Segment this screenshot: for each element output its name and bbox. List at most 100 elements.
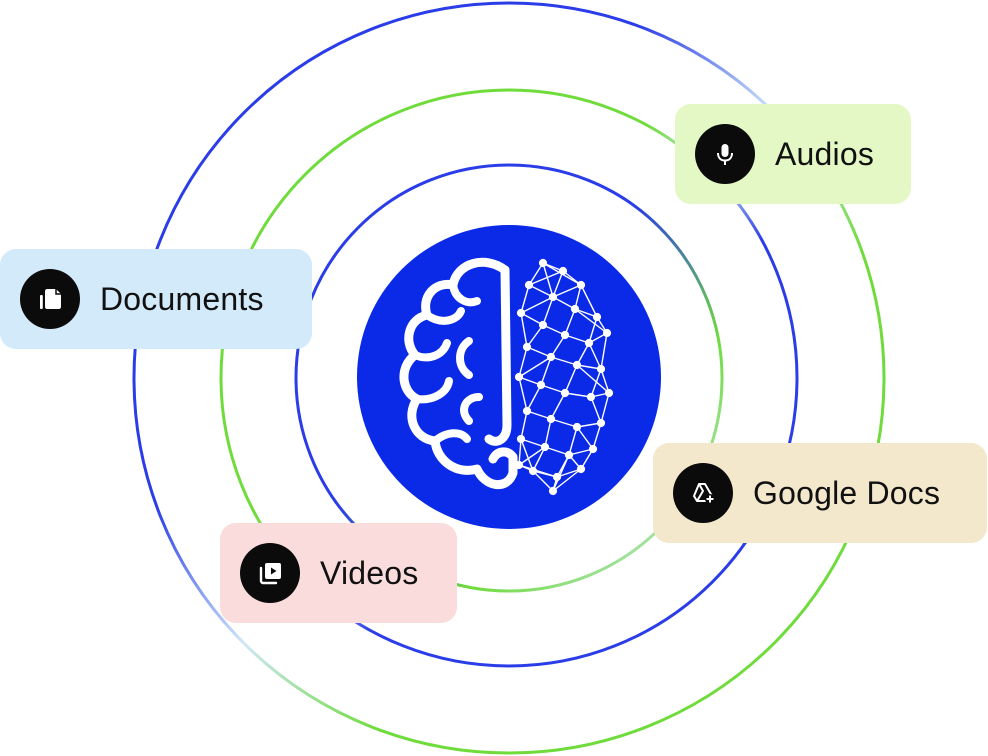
network-link — [550, 392, 566, 420]
network-link — [526, 346, 552, 358]
audios-chip[interactable]: Audios — [675, 104, 911, 204]
network-node — [584, 338, 594, 348]
network-link — [520, 438, 546, 448]
network-link — [552, 270, 564, 298]
network-link — [520, 296, 554, 314]
network-node — [588, 444, 598, 454]
network-node — [516, 308, 526, 318]
network-node — [564, 450, 574, 460]
network-link — [518, 376, 528, 412]
network-node — [558, 266, 568, 276]
network-node — [560, 330, 570, 340]
brain-network-icon — [399, 257, 614, 496]
network-node — [596, 364, 606, 374]
network-link — [552, 296, 576, 310]
network-node — [604, 388, 614, 398]
network-link — [540, 384, 566, 394]
network-link — [580, 284, 598, 318]
network-link — [588, 316, 598, 344]
network-link — [518, 356, 552, 378]
network-link — [574, 284, 582, 310]
network-link — [540, 356, 552, 386]
videos-chip[interactable]: Videos — [220, 523, 457, 623]
network-link — [544, 418, 552, 448]
network-node — [592, 312, 602, 322]
network-link — [574, 308, 608, 334]
network-node — [552, 472, 562, 482]
google-docs-label: Google Docs — [753, 474, 941, 511]
network-node — [540, 442, 550, 452]
audios-label: Audios — [775, 135, 875, 172]
network-link — [564, 308, 576, 336]
network-link — [556, 468, 582, 478]
network-node — [514, 460, 524, 470]
outer-ring — [132, 1, 886, 755]
network-link — [518, 446, 546, 466]
network-link — [568, 448, 594, 456]
network-node — [586, 392, 596, 402]
network-link — [528, 262, 544, 286]
network-link — [528, 270, 564, 286]
video-library-icon — [240, 543, 300, 603]
network-node — [602, 328, 612, 338]
network-link — [542, 262, 554, 298]
network-link — [592, 422, 602, 450]
network-node — [546, 352, 556, 362]
network-link — [518, 438, 522, 466]
network-node — [560, 388, 570, 398]
network-link — [564, 334, 590, 344]
network-link — [532, 446, 546, 472]
network-link — [550, 418, 578, 428]
network-link — [520, 410, 528, 440]
network-node — [522, 342, 532, 352]
network-link — [520, 312, 528, 348]
network-link — [528, 284, 554, 298]
network-link — [576, 342, 590, 366]
network-node — [528, 466, 538, 476]
network-link — [544, 446, 570, 456]
documents-chip[interactable]: Documents — [0, 249, 312, 349]
network-link — [520, 284, 530, 314]
network-link — [600, 392, 610, 424]
network-link — [526, 384, 542, 412]
network-node — [572, 360, 582, 370]
network-link — [576, 364, 610, 394]
network-link — [564, 364, 578, 394]
network-node — [516, 434, 526, 444]
google-drive-add-icon — [673, 463, 733, 523]
network-node — [548, 486, 558, 496]
network-node — [522, 406, 532, 416]
network-link — [590, 368, 602, 398]
network-node — [524, 280, 534, 290]
network-node — [538, 320, 548, 330]
network-link — [552, 454, 570, 492]
network-link — [532, 470, 554, 492]
google-docs-chip[interactable]: Google Docs — [653, 443, 987, 543]
network-node — [536, 380, 546, 390]
network-link — [552, 468, 582, 492]
network-node — [576, 280, 586, 290]
network-node — [572, 422, 582, 432]
network-link — [520, 312, 544, 326]
network-link — [542, 296, 554, 326]
network-link — [552, 284, 582, 298]
network-link — [526, 410, 552, 420]
middle-ring — [219, 88, 799, 668]
microphone-icon — [695, 124, 755, 184]
network-link — [600, 332, 608, 370]
network-link — [600, 368, 610, 394]
network-link — [590, 396, 602, 424]
inner-ring — [294, 163, 724, 593]
network-link — [520, 438, 534, 472]
network-link — [518, 464, 558, 478]
videos-label: Videos — [320, 554, 419, 591]
document-icon — [20, 269, 80, 329]
network-link — [550, 334, 566, 358]
network-node — [546, 414, 556, 424]
network-link — [568, 426, 578, 456]
network-node — [596, 418, 606, 428]
network-link — [576, 426, 594, 450]
network-link — [588, 342, 602, 370]
network-node — [548, 292, 558, 302]
